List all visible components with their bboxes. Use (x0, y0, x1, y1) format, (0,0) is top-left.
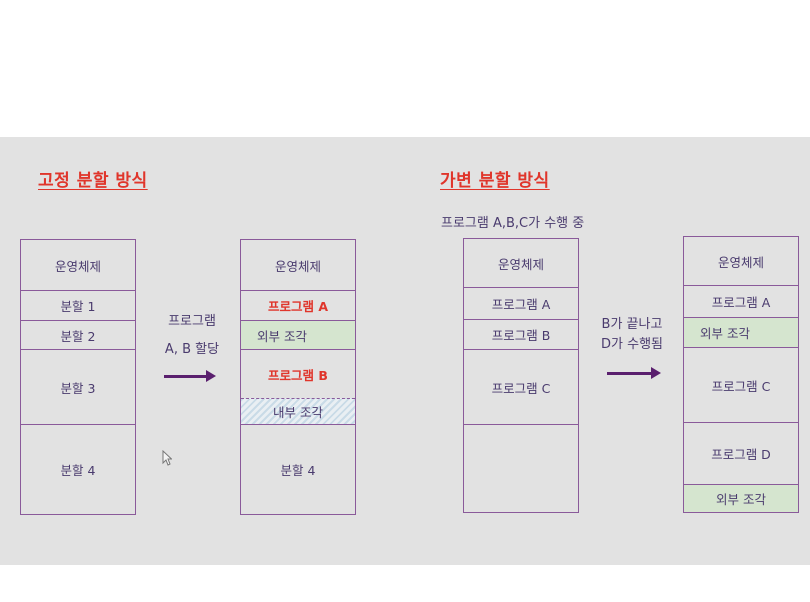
memory-block-partition-3: 분할 3 (21, 349, 135, 424)
variable-arrow-label-line2: D가 수행됨 (601, 337, 663, 352)
memory-block-os: 운영체제 (274, 258, 321, 274)
memory-block-os: 운영체제 (717, 254, 764, 270)
fixed-partition-title: 고정 분할 방식 (38, 171, 148, 191)
memory-block-free (464, 424, 578, 512)
memory-block-program-d: 프로그램 D (684, 422, 798, 484)
memory-block-program-b: 프로그램 B (241, 349, 355, 398)
variable-after-memory: 운영체제 프로그램 A 외부 조각 프로그램 C 프로그램 D 외부 조각 (683, 236, 799, 513)
memory-block-program-c: 프로그램 C (684, 347, 798, 422)
memory-block-program-b: 프로그램 B (464, 319, 578, 349)
memory-block-program-a: 프로그램 A (464, 287, 578, 319)
fixed-before-memory: 운영체제 분할 1 분할 2 분할 3 분할 4 (20, 239, 136, 515)
memory-block-external-fragment: 외부 조각 (241, 320, 355, 349)
variable-partition-subtitle: 프로그램 A,B,C가 수행 중 (441, 216, 585, 231)
memory-block-partition-2: 분할 2 (21, 320, 135, 349)
memory-block-partition-1: 분할 1 (21, 290, 135, 320)
variable-arrow-label-line1: B가 끝나고 (601, 317, 663, 332)
fixed-arrow-label-line1: 프로그램 (168, 314, 216, 329)
memory-block-partition-4: 분할 4 (241, 424, 355, 514)
fixed-transition-arrow-icon (164, 370, 216, 382)
memory-block-program-a: 프로그램 A (684, 285, 798, 317)
fixed-after-memory: 운영체제 프로그램 A 외부 조각 프로그램 B 내부 조각 분할 4 (240, 239, 356, 515)
memory-block-program-a: 프로그램 A (241, 290, 355, 320)
memory-block-external-fragment: 외부 조각 (684, 484, 798, 512)
mouse-cursor-icon (162, 450, 172, 466)
memory-block-internal-fragment: 내부 조각 (241, 398, 355, 424)
fixed-arrow-label-line2: A, B 할당 (164, 342, 220, 357)
memory-block-os: 운영체제 (54, 258, 101, 274)
memory-block-external-fragment: 외부 조각 (684, 317, 798, 347)
variable-transition-arrow-icon (607, 367, 661, 379)
memory-block-os: 운영체제 (497, 256, 544, 272)
variable-before-memory: 운영체제 프로그램 A 프로그램 B 프로그램 C (463, 238, 579, 513)
memory-block-program-c: 프로그램 C (464, 349, 578, 424)
memory-block-partition-4: 분할 4 (21, 424, 135, 514)
variable-partition-title: 가변 분할 방식 (440, 171, 550, 191)
